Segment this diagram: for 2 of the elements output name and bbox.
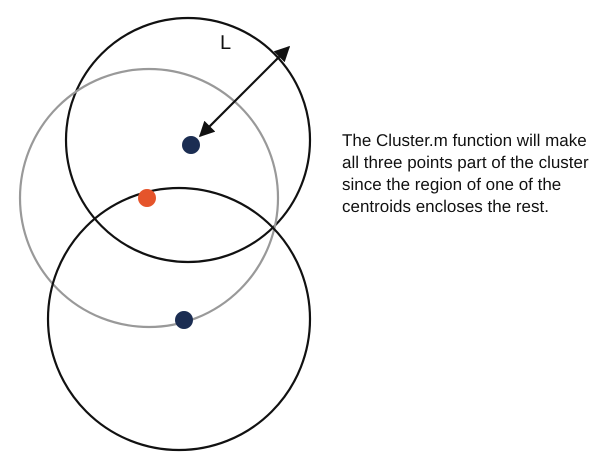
dimension-label: L	[220, 32, 232, 54]
caption-text: The Cluster.m function will make all three points part of the cluster since the region of one of the centroids encloses the rest.	[342, 130, 590, 218]
